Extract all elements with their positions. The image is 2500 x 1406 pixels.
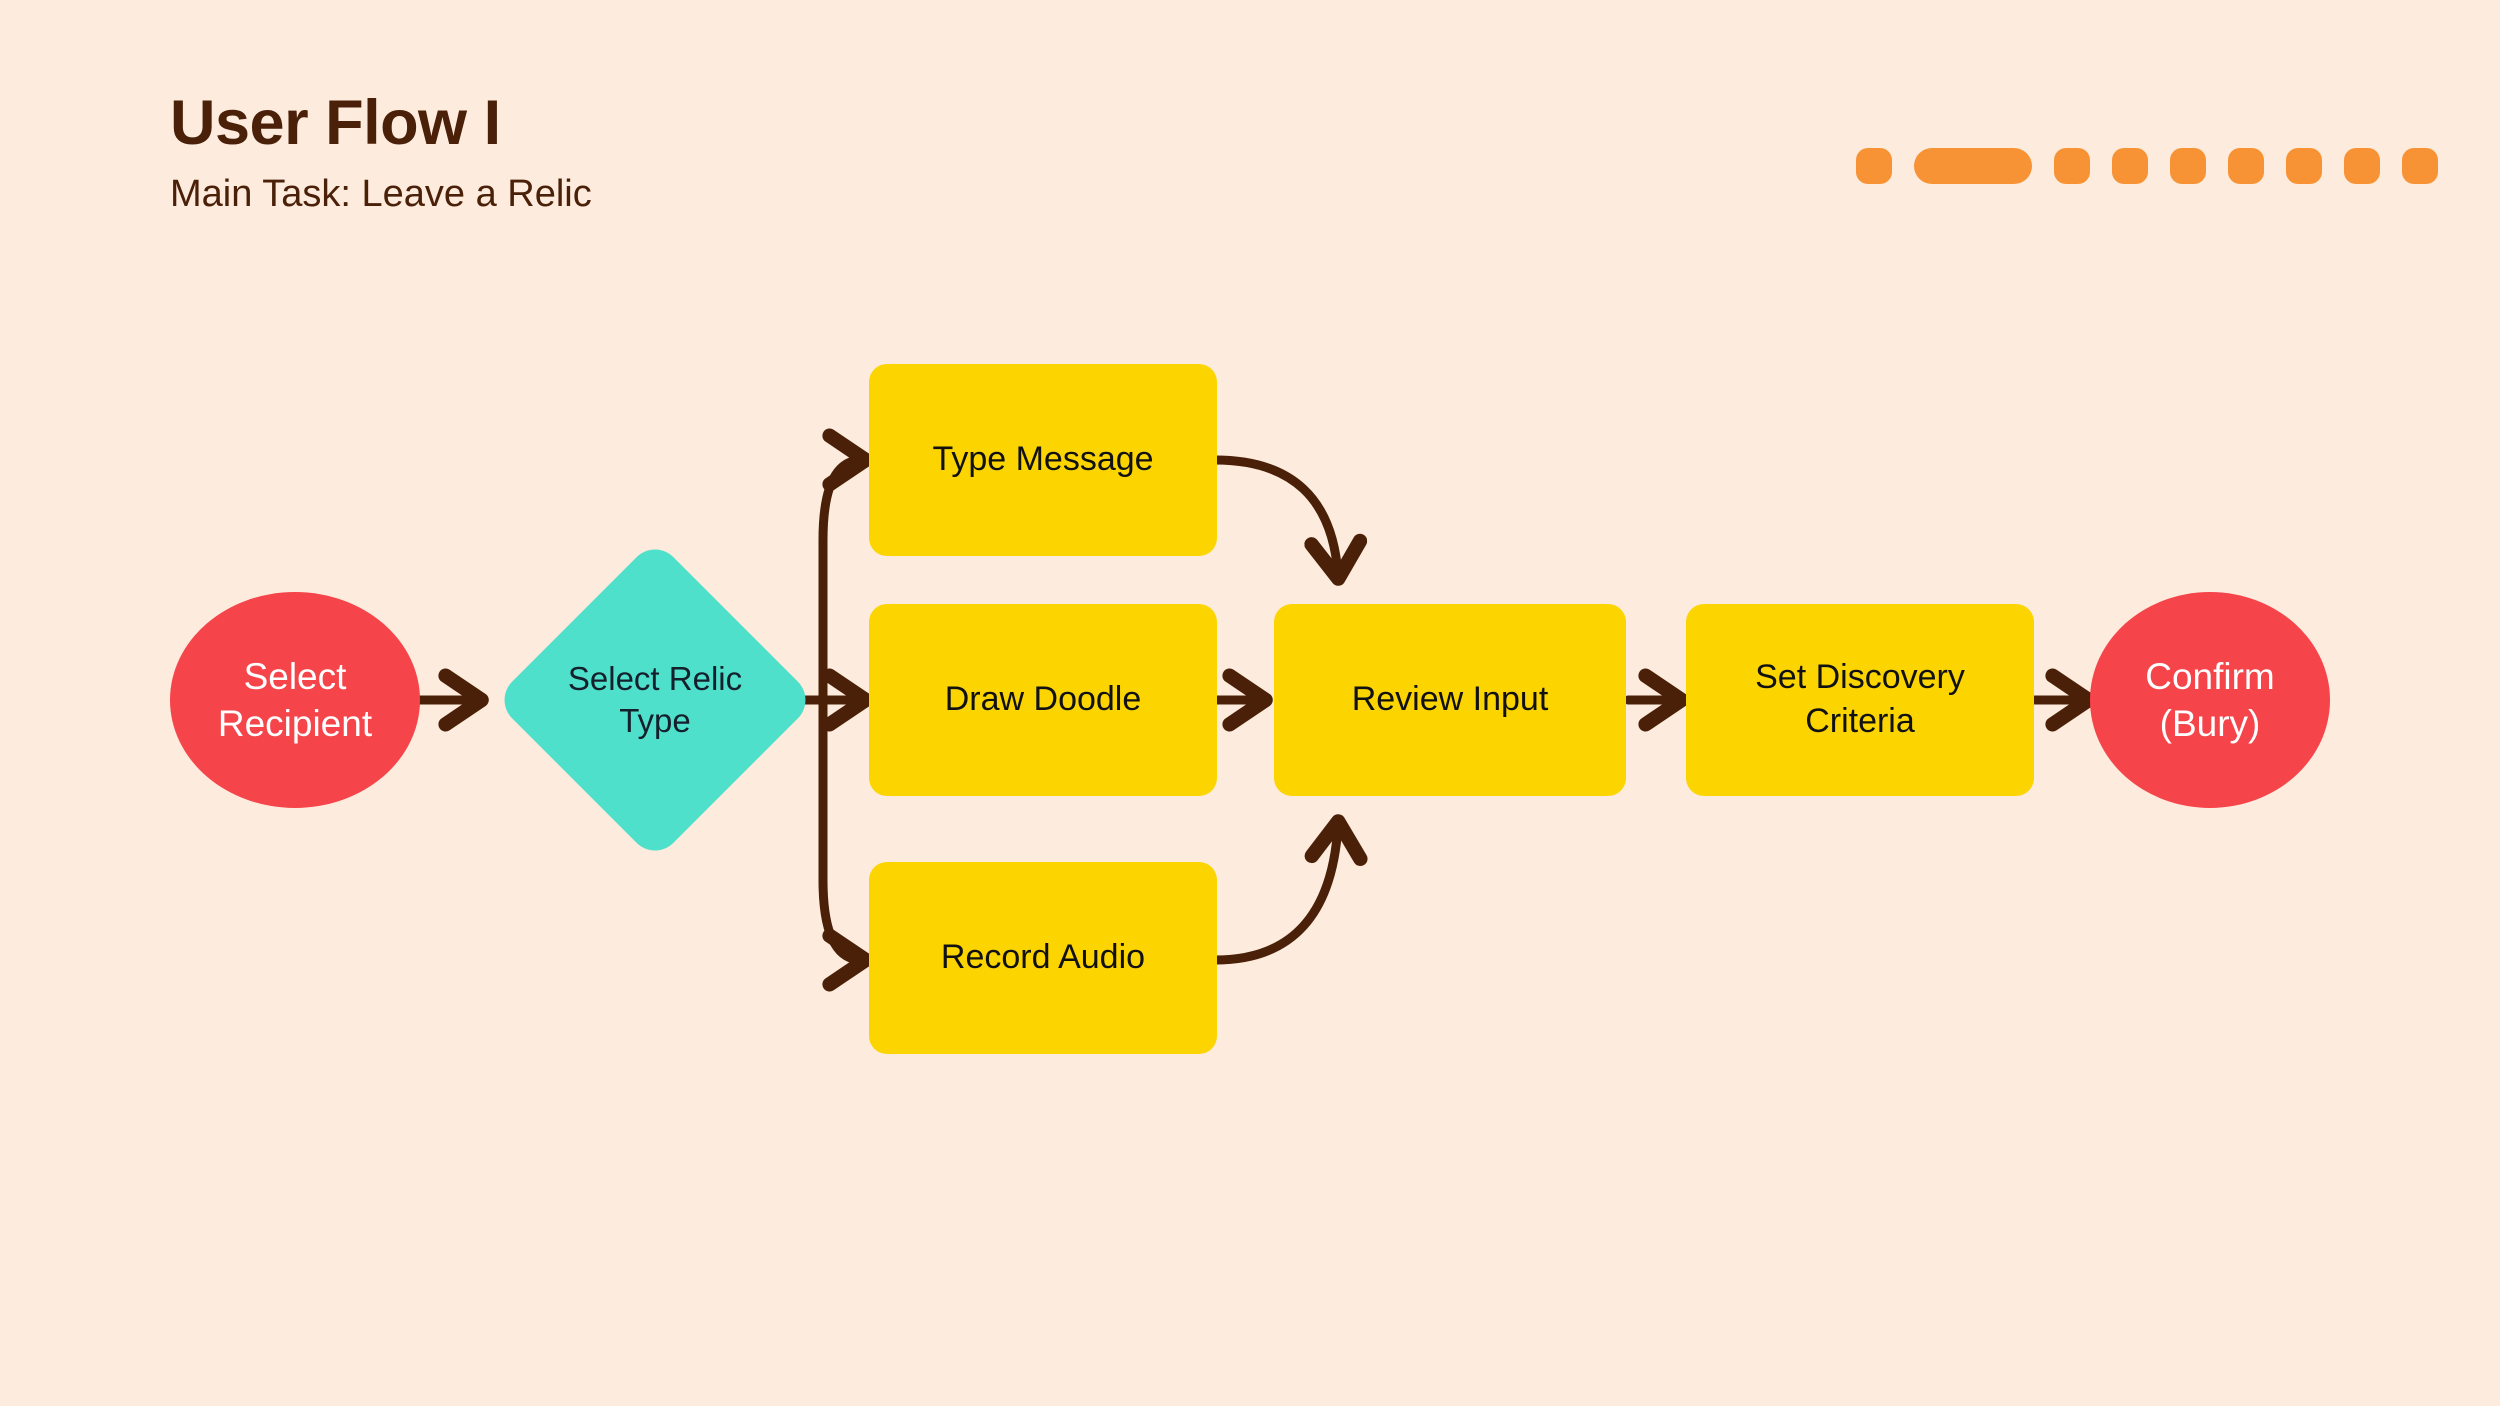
progress-dot-1[interactable] <box>1856 148 1892 184</box>
progress-dot-2-active[interactable] <box>1914 148 2032 184</box>
node-label: Confirm (Bury) <box>2145 655 2275 744</box>
node-label: Type Message <box>932 440 1154 479</box>
edge-typemessage-to-review <box>1210 455 1368 586</box>
progress-dot-9[interactable] <box>2402 148 2438 184</box>
page-title: User Flow I <box>170 88 501 158</box>
node-record-audio[interactable]: Record Audio <box>869 862 1217 1054</box>
node-set-discovery-criteria[interactable]: Set Discovery Criteria <box>1686 604 2034 796</box>
node-select-relic-type[interactable]: Select Relic Type <box>490 535 820 865</box>
node-label: Select Relic Type <box>567 659 743 739</box>
edge-relictype-to-typemessage <box>818 428 873 705</box>
edge-recordaudio-to-review <box>1210 814 1368 965</box>
progress-dot-3[interactable] <box>2054 148 2090 184</box>
progress-indicator[interactable] <box>1856 148 2438 184</box>
node-select-recipient[interactable]: Select Recipient <box>170 592 420 808</box>
node-draw-doodle[interactable]: Draw Doodle <box>869 604 1217 796</box>
node-type-message[interactable]: Type Message <box>869 364 1217 556</box>
node-label: Set Discovery Criteria <box>1755 658 1965 740</box>
progress-dot-7[interactable] <box>2286 148 2322 184</box>
node-label: Review Input <box>1351 680 1549 719</box>
node-review-input[interactable]: Review Input <box>1274 604 1626 796</box>
node-label: Draw Doodle <box>944 680 1142 719</box>
node-confirm-bury[interactable]: Confirm (Bury) <box>2090 592 2330 808</box>
progress-dot-5[interactable] <box>2170 148 2206 184</box>
node-label: Record Audio <box>940 938 1146 977</box>
progress-dot-8[interactable] <box>2344 148 2380 184</box>
progress-dot-6[interactable] <box>2228 148 2264 184</box>
progress-dot-4[interactable] <box>2112 148 2148 184</box>
edge-relictype-to-recordaudio <box>818 695 873 992</box>
page-subtitle: Main Task: Leave a Relic <box>170 173 592 216</box>
header: User Flow I Main Task: Leave a Relic <box>170 90 592 216</box>
node-label: Select Recipient <box>217 655 373 744</box>
